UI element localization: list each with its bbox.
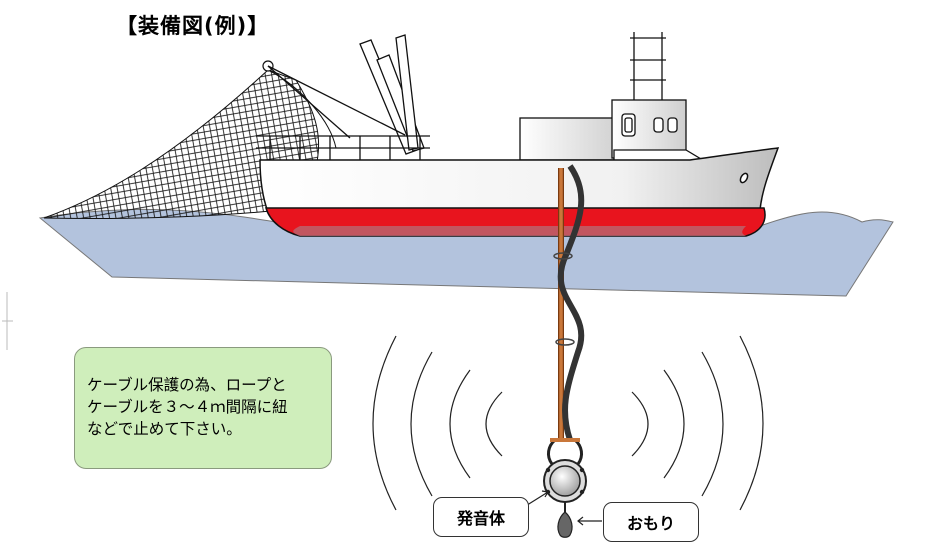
instruction-note: ケーブル保護の為、ロープと ケーブルを３～４ｍ間隔に紐 などで止めて下さい。: [74, 347, 332, 469]
sound-waves: [372, 335, 764, 511]
margin-mark: [2, 292, 13, 350]
ship-masts: [267, 34, 425, 155]
cable: [557, 164, 585, 441]
ship-cabin: [519, 32, 719, 169]
note-line-2: ケーブルを３～４ｍ間隔に紐: [87, 398, 288, 416]
harness: [546, 438, 584, 465]
ship-hull: [259, 147, 780, 237]
pinger-device: [543, 459, 587, 512]
deck-railing: [256, 135, 430, 160]
emitter-label: 発音体: [433, 497, 529, 537]
note-line-1: ケーブル保護の為、ロープと: [87, 376, 287, 394]
diagram-title: 【装備図(例)】: [116, 14, 270, 38]
weight-sinker: [557, 511, 573, 538]
rope-ties: [553, 252, 575, 346]
note-line-3: などで止めて下さい。: [87, 420, 242, 438]
weight-label: おもり: [603, 502, 699, 542]
